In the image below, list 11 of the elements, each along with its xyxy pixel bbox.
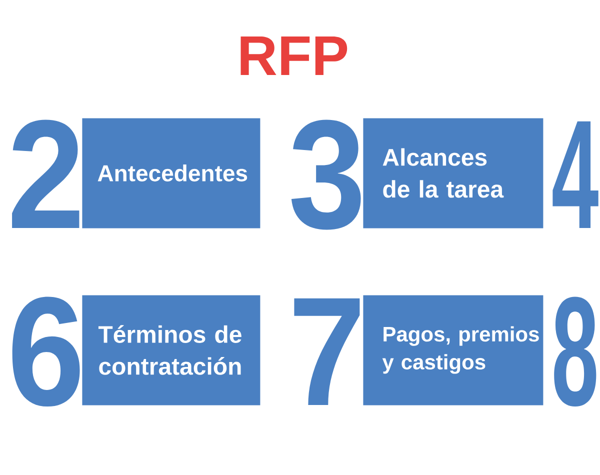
step-number: 7 — [294, 298, 360, 405]
title: RFP — [240, 36, 348, 75]
step-number: 6 — [12, 296, 80, 407]
step-number: 4 — [552, 121, 598, 228]
step-number: 3 — [291, 120, 361, 230]
step-box: Antecedentes — [82, 118, 260, 228]
step-box: Términos de contratación — [82, 295, 260, 406]
step-box: Alcances de la tarea — [363, 118, 544, 228]
step-box: Pagos, premios y castigos — [363, 295, 544, 406]
step-number: 8 — [554, 296, 596, 407]
step-number: 2 — [12, 120, 80, 228]
